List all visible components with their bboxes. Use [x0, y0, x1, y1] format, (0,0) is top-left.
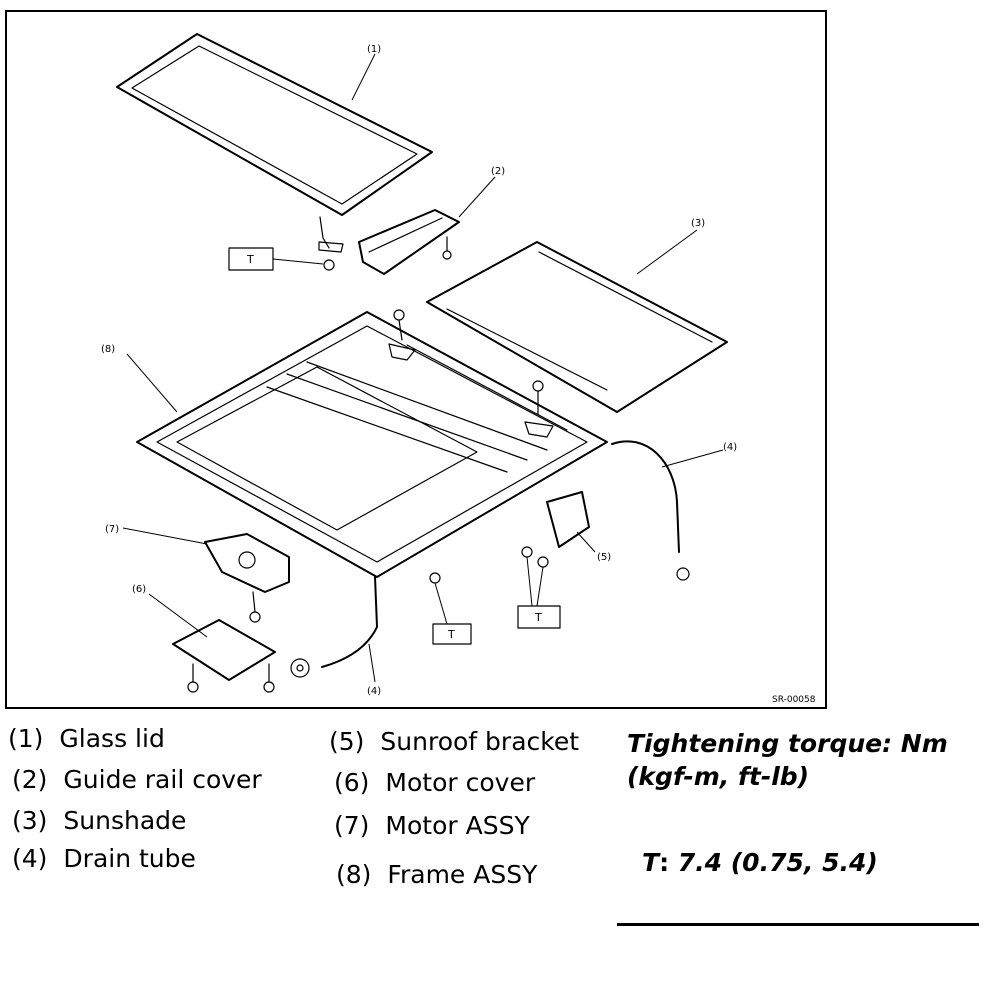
drain-tube-right — [611, 440, 690, 581]
legend-name: Motor cover — [385, 768, 536, 797]
torque-separator: : — [659, 848, 678, 877]
legend-name: Glass lid — [59, 724, 165, 753]
torque-marker-2: T — [447, 628, 455, 641]
frame-bracket-bolt — [388, 309, 416, 361]
legend-name: Drain tube — [63, 844, 196, 873]
legend-item-1: (1) Glass lid — [8, 726, 165, 751]
legend-name: Sunshade — [63, 806, 187, 835]
motor-cover — [172, 619, 276, 693]
torque-heading-line2: (kgf-m, ft-lb) — [627, 762, 810, 791]
legend-item-2: (2) Guide rail cover — [12, 767, 262, 792]
torque-box-3: T — [517, 556, 561, 629]
torque-heading-line1: Tightening torque: Nm — [627, 729, 948, 758]
frame-assy — [136, 311, 608, 578]
legend-item-8: (8) Frame ASSY — [336, 862, 537, 887]
sunshade — [426, 241, 728, 413]
horizontal-rule — [617, 923, 979, 926]
legend-name: Frame ASSY — [387, 860, 538, 889]
callout-4b: (4) — [367, 686, 381, 697]
legend-name: Sunroof bracket — [380, 727, 580, 756]
legend-item-3: (3) Sunshade — [12, 808, 186, 833]
callout-4a: (4) — [723, 442, 737, 453]
legend-num: (5) — [329, 727, 365, 756]
figure-code: SR-00058 — [772, 695, 816, 705]
legend-item-5: (5) Sunroof bracket — [329, 729, 579, 754]
torque-marker-3: T — [534, 611, 542, 624]
drain-tube-bottom — [290, 576, 378, 678]
legend-item-4: (4) Drain tube — [12, 846, 196, 871]
legend-num: (2) — [12, 765, 48, 794]
legend-item-7: (7) Motor ASSY — [334, 813, 530, 838]
legend-num: (1) — [8, 724, 44, 753]
legend-num: (3) — [12, 806, 48, 835]
torque-symbol: T — [642, 848, 660, 877]
callout-3: (3) — [691, 218, 705, 229]
callout-1: (1) — [367, 44, 381, 55]
callout-8: (8) — [101, 344, 115, 355]
callout-5: (5) — [597, 552, 611, 563]
legend-num: (6) — [334, 768, 370, 797]
torque-spec: T: 7.4 (0.75, 5.4) — [642, 847, 878, 878]
torque-box-1: T — [228, 247, 324, 271]
glass-lid — [116, 33, 433, 249]
legend-name: Guide rail cover — [63, 765, 262, 794]
callout-2: (2) — [491, 166, 505, 177]
legend-item-6: (6) Motor cover — [334, 770, 535, 795]
legend-num: (4) — [12, 844, 48, 873]
legend-name: Motor ASSY — [385, 811, 530, 840]
torque-marker-1: T — [246, 253, 254, 266]
legend-num: (7) — [334, 811, 370, 840]
glass-lid-bracket — [318, 241, 344, 271]
callout-7: (7) — [105, 524, 119, 535]
callout-6: (6) — [132, 584, 146, 595]
legend-num: (8) — [336, 860, 372, 889]
sunroof-exploded-diagram: (1) T (2) (3) — [101, 33, 816, 705]
torque-box-2: T — [429, 572, 472, 645]
motor-assy — [204, 533, 290, 623]
torque-value: 7.4 (0.75, 5.4) — [677, 848, 878, 877]
diagram-frame: (1) T (2) (3) — [5, 10, 827, 709]
guide-rail-cover — [358, 209, 460, 275]
